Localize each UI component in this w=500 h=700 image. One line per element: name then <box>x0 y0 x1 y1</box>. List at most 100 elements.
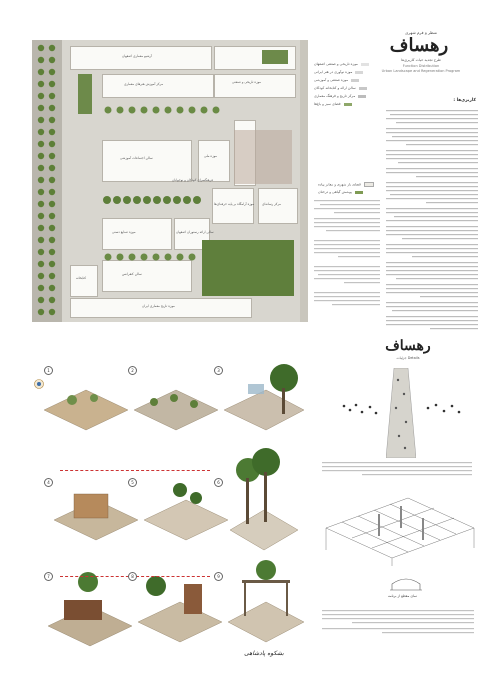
axonometric-structure <box>322 488 478 568</box>
legend2-swatch <box>354 190 363 194</box>
text-lines-graphic <box>322 462 472 476</box>
brand-subtitle-fa: طرح تجدید حیات کاربری‌ها <box>401 58 441 62</box>
section-caption: نمای مقطع از برنامه <box>388 594 417 598</box>
plan-green-top <box>262 50 288 64</box>
plan-label: موزه تاریخی و صنعتی <box>232 80 261 84</box>
scene-number: 6 <box>214 478 223 487</box>
plan-label: فرهنگسرای کودکان و نوجوانان <box>172 178 213 182</box>
legend-swatch <box>358 94 367 98</box>
legend2-item: پوشش گیاهی و درختان <box>318 190 363 194</box>
legend-label: موزه صنعتی و آموزشی <box>314 78 349 82</box>
uses-heading: کاربری‌ها : <box>453 98 476 103</box>
plan-building <box>70 298 252 318</box>
legend-swatch <box>358 86 367 90</box>
plan-building <box>102 74 214 98</box>
small-section-icon <box>390 576 422 592</box>
plan-tree-row-bottom <box>102 248 202 261</box>
detail-strip-graphic <box>385 367 417 459</box>
plan-green-garden <box>202 240 294 296</box>
tree-row-graphic <box>37 44 56 316</box>
plan-building <box>212 188 254 224</box>
plan-label: موزه تاریخ معماری ایران <box>142 304 175 308</box>
scene-number: 5 <box>128 478 137 487</box>
details-people-right <box>424 400 464 420</box>
details-people-left <box>340 400 380 420</box>
site-plan: آرشیو معماری اصفهان موزه تاریخی و صنعتی … <box>62 40 300 322</box>
scene-number: 2 <box>128 366 137 375</box>
badge-graphic <box>34 379 44 389</box>
mid-text-block <box>314 200 380 328</box>
tree-row-graphic <box>103 196 201 204</box>
scene-number: 1 <box>44 366 53 375</box>
plan-label: سالن کنفرانس <box>122 272 142 276</box>
details-street-strip <box>385 367 417 459</box>
plan-label: آرشیو معماری اصفهان <box>122 54 152 58</box>
plan-building <box>70 46 212 70</box>
scene-number: 7 <box>44 572 53 581</box>
legend2-item: فضای باز شهری و معابر پیاده <box>318 182 374 187</box>
details-fa: جزئیات <box>396 356 407 360</box>
legend2-swatch <box>363 182 374 187</box>
plan-tree-row-middle <box>102 190 202 210</box>
details-logo: رهساف <box>385 338 431 354</box>
plan-building <box>258 188 298 224</box>
scene-number: 8 <box>128 572 137 581</box>
plan-label: مرکز آموزش هنرهای معماری <box>124 82 164 86</box>
scenes-graphic <box>43 364 305 647</box>
people-graphic <box>426 403 461 414</box>
section-icon-graphic <box>390 578 422 591</box>
legend-swatch <box>360 62 369 66</box>
axonometric-graphic <box>325 497 475 566</box>
badge-icon <box>34 374 44 389</box>
legend-label: مرکز تاریخ و فرهنگ معماری <box>314 94 356 98</box>
tree-row-graphic <box>104 253 196 261</box>
scene-number: 9 <box>214 572 223 581</box>
plan-label: سالن ارائه رستوران اصفهان <box>176 230 214 234</box>
tree-row-graphic <box>104 106 220 114</box>
text-lines-graphic <box>386 110 478 330</box>
plan-plaza <box>234 130 292 184</box>
legend-item: موزه تاریخی و صنعتی اصفهان <box>314 62 369 66</box>
plan-building <box>198 140 230 182</box>
details-caption: جزئیات Details <box>376 356 440 360</box>
plan-building <box>70 265 98 297</box>
legend-item: سالن ارائه و کتابخانه کودکان <box>314 86 367 90</box>
text-lines-graphic <box>314 200 380 306</box>
scene-connector <box>60 470 210 471</box>
legend-swatch <box>355 70 364 74</box>
legend-label: موزه نوآوری در هنر ایرانی <box>314 70 353 74</box>
plan-label: موزه آرامگاه بر پایه حرفه‌ای‌ها <box>214 202 255 206</box>
uses-text-block <box>386 110 478 336</box>
legend2-label: فضای باز شهری و معابر پیاده <box>318 182 361 187</box>
plan-green-strip <box>78 74 92 114</box>
legend-label: سالن ارائه و کتابخانه کودکان <box>314 86 356 90</box>
details-en: Details <box>407 356 420 360</box>
legend-label: فضای سبز و باغ‌ها <box>314 102 341 106</box>
brand-block: منظر و فرم شهری رهساف طرح تجدید حیات کار… <box>366 30 476 90</box>
plan-building <box>102 218 172 250</box>
legend-swatch <box>343 102 352 106</box>
plan-label: مرکز رسانه‌ای <box>262 202 281 206</box>
plan-tree-row-top <box>102 100 222 120</box>
scene-number: 4 <box>44 478 53 487</box>
legend-item: موزه نوآوری در هنر ایرانی <box>314 70 364 74</box>
legend2-label: پوشش گیاهی و درختان <box>318 190 352 194</box>
plan-label: کتابخانه <box>76 276 86 280</box>
details-text-line <box>322 462 472 482</box>
legend-item: فضای سبز و باغ‌ها <box>314 102 352 106</box>
plan-tree-rows-left <box>36 42 58 320</box>
scene-number: 3 <box>214 366 223 375</box>
legend-label: موزه تاریخی و صنعتی اصفهان <box>314 62 358 66</box>
legend-swatch <box>351 78 360 82</box>
plan-label: موزه صنایع دستی <box>112 230 136 234</box>
brand-logo: رهساف <box>389 35 449 56</box>
plan-label: موزه ملی <box>204 154 217 158</box>
brand-subtitle-en-2: Urban Landscape and Regeneration Program <box>381 69 461 73</box>
bottom-right-text <box>322 610 474 638</box>
plan-building <box>102 260 192 292</box>
plan-building <box>214 74 296 98</box>
people-graphic <box>342 403 378 415</box>
plan-street-strip-left <box>32 40 62 322</box>
plan-label: سالن اجتماعات آموزشی <box>120 156 153 160</box>
legend-item: موزه صنعتی و آموزشی <box>314 78 360 82</box>
